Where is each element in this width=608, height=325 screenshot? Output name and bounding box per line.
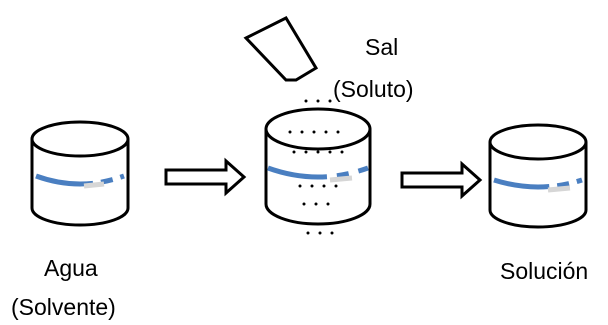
salt-label: Sal	[365, 34, 399, 60]
salt-dots-icon	[288, 99, 344, 235]
salt-cup-icon	[243, 16, 319, 82]
mixing-container-icon	[264, 107, 372, 226]
arrow-right-icon	[164, 157, 247, 197]
solute-label: (Soluto)	[333, 76, 414, 102]
solvent-label: (Solvente)	[11, 294, 116, 320]
water-label: Agua	[44, 255, 98, 281]
water-level-line	[35, 173, 125, 187]
water-container-icon	[30, 120, 130, 227]
solution-label: Solución	[500, 258, 589, 284]
solution-level-line	[493, 177, 583, 190]
mixing-water-level-line	[267, 165, 369, 180]
arrow-right-icon	[400, 160, 483, 200]
solution-container-icon	[488, 123, 588, 229]
